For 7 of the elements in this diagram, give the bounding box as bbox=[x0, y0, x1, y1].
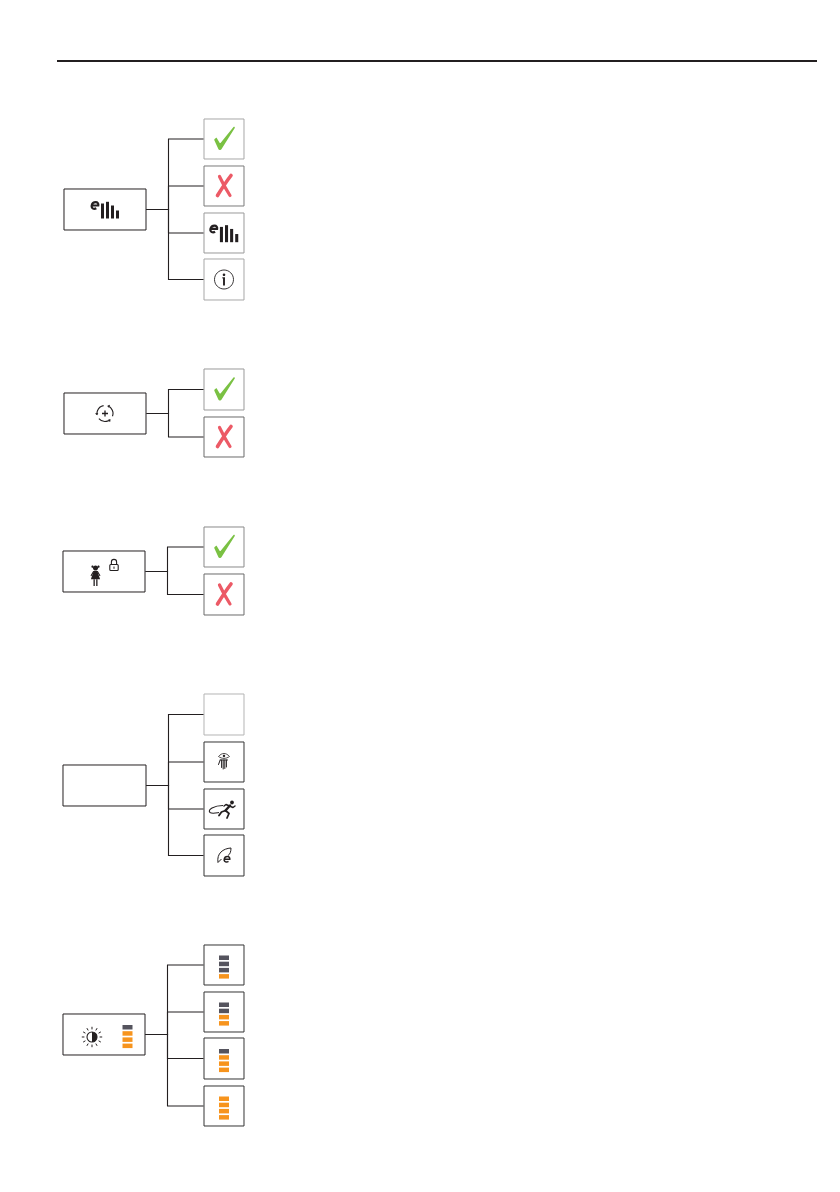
empty-box bbox=[203, 693, 245, 736]
connector-line bbox=[144, 1033, 205, 1107]
connector-line bbox=[144, 570, 205, 596]
connector-line bbox=[145, 412, 205, 438]
empty-box bbox=[62, 764, 147, 807]
connector-line bbox=[145, 784, 205, 857]
connector-line bbox=[145, 208, 205, 281]
